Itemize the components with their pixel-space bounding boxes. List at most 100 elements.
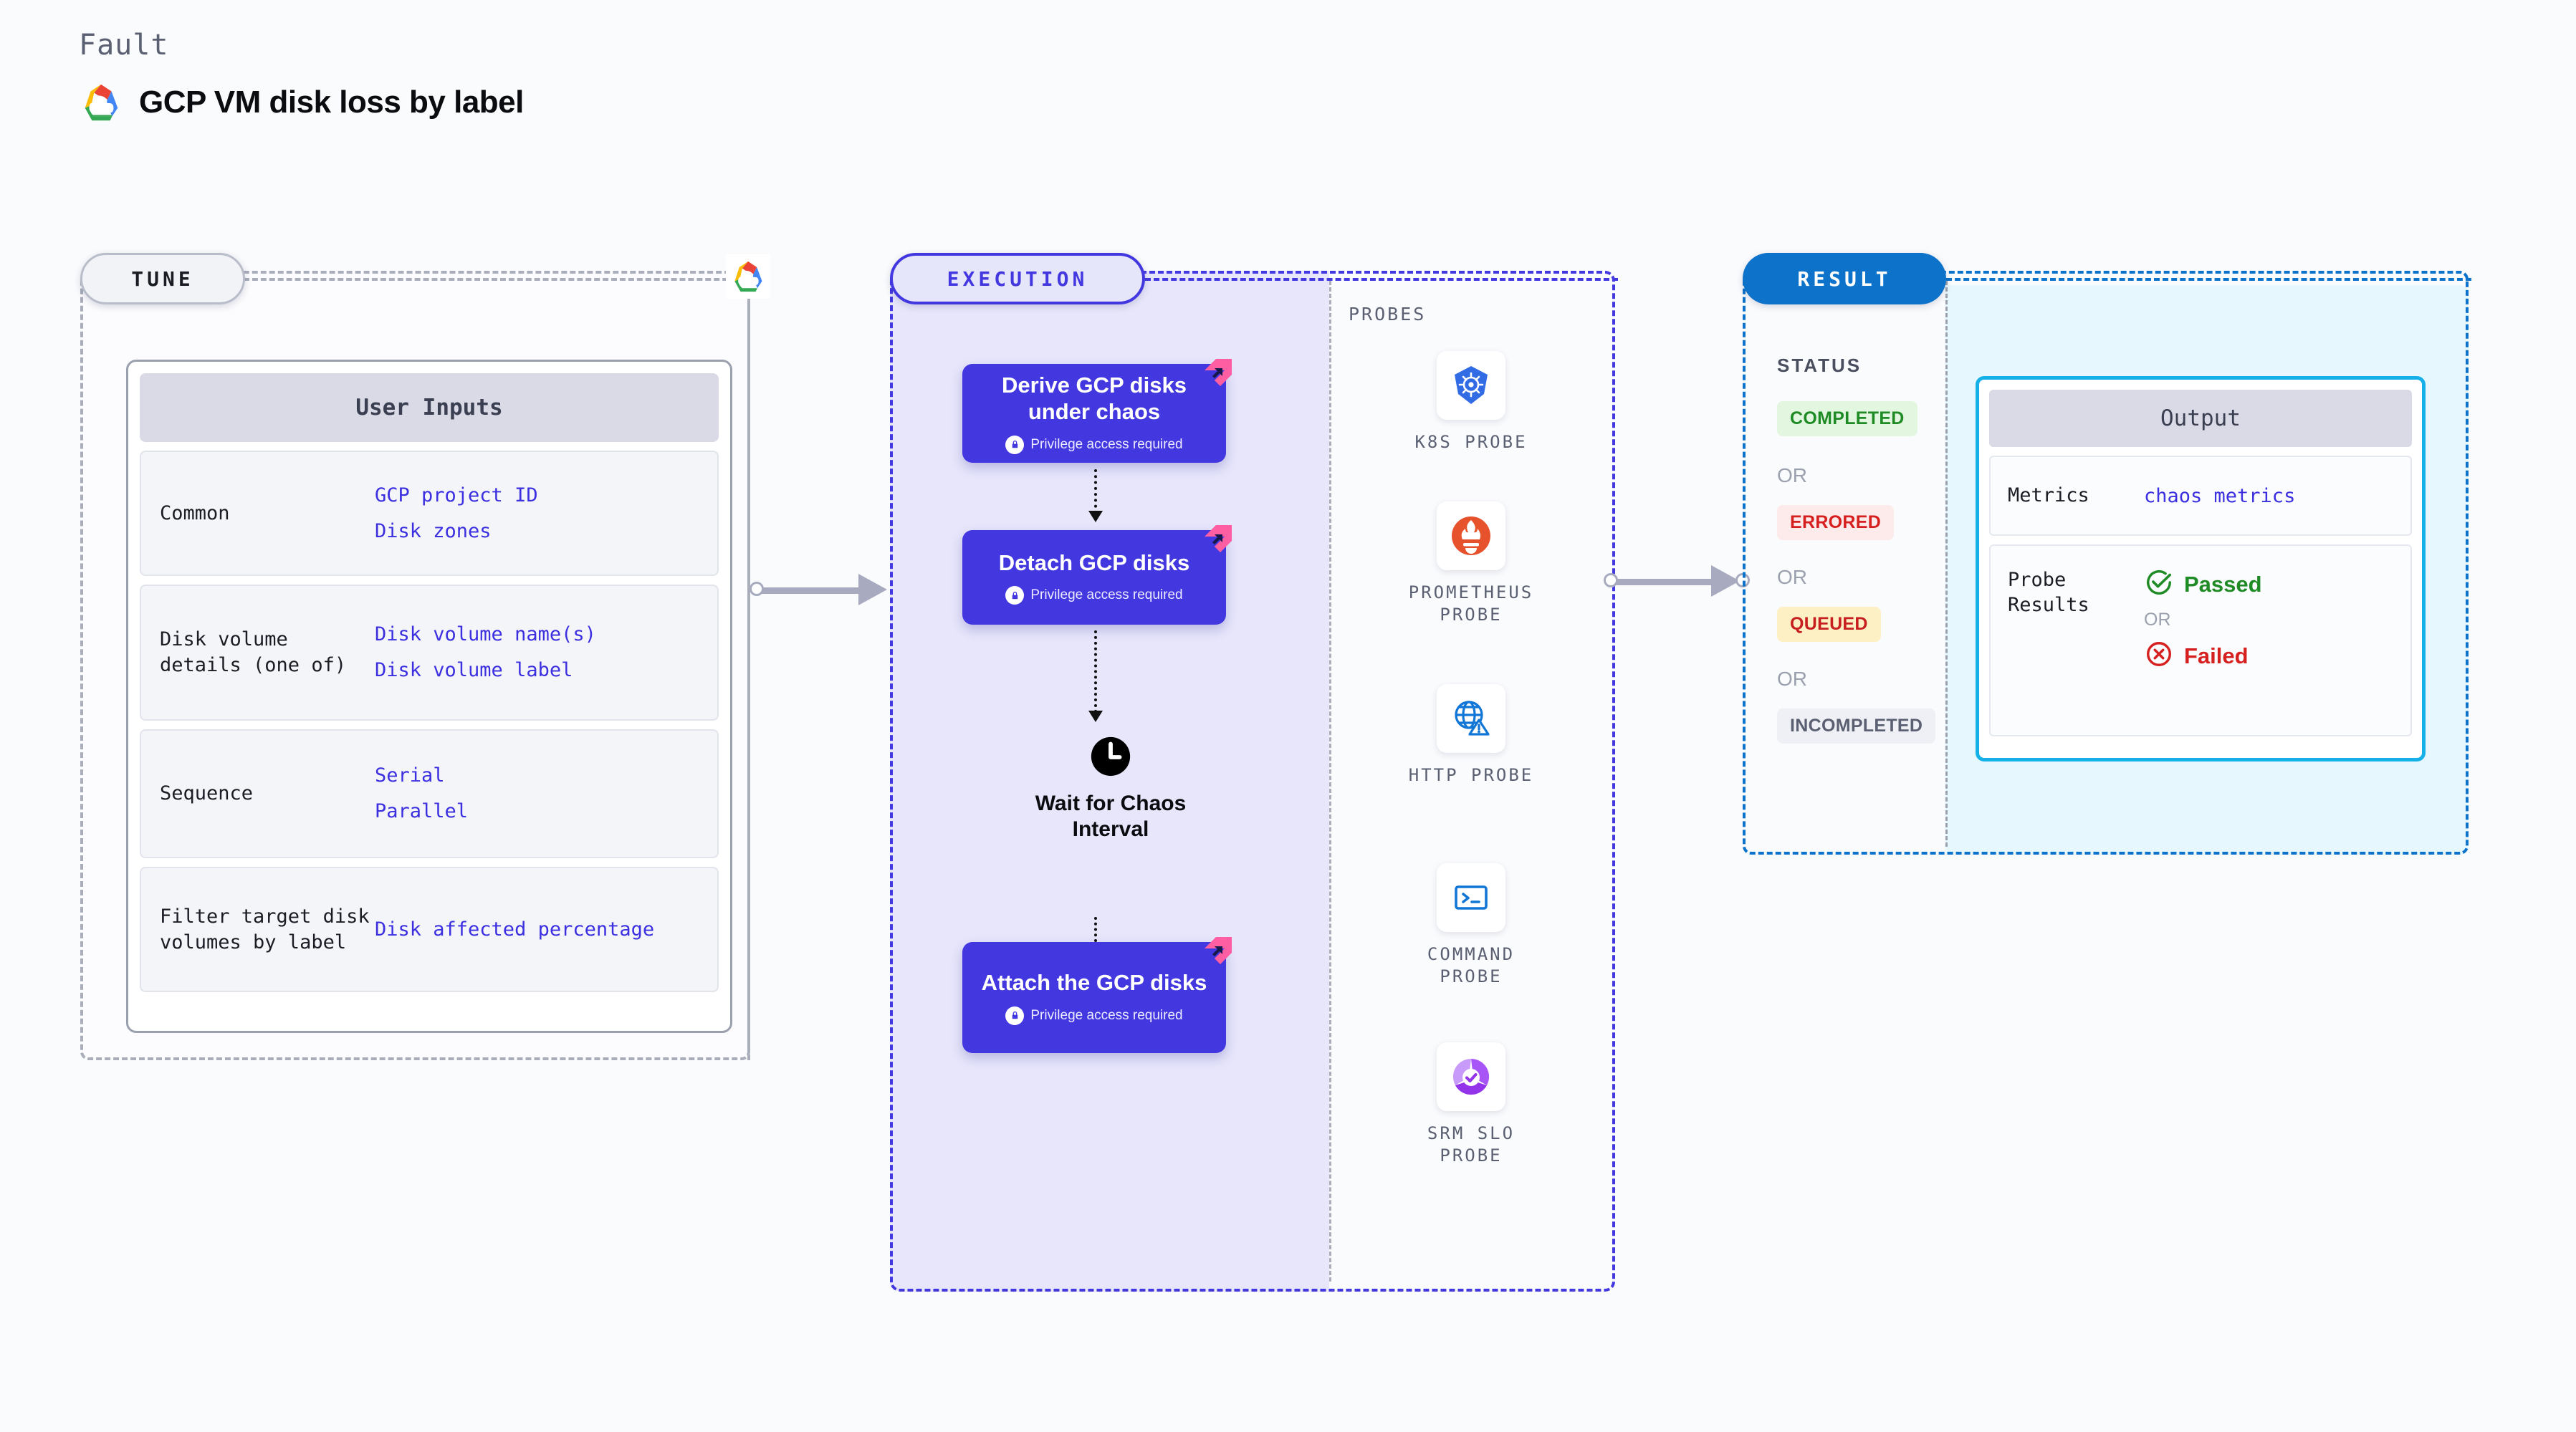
execution-panel (890, 271, 1615, 1292)
probe-label: HTTP PROBE (1408, 765, 1534, 785)
connector-start-dot (750, 582, 764, 596)
lock-icon (1005, 1006, 1025, 1025)
output-row-probe-results[interactable]: Probe Results Passed OR (1989, 544, 2412, 736)
output-row-metrics[interactable]: Metrics chaos metrics (1989, 456, 2412, 536)
connector-tune-to-execution (750, 574, 893, 605)
lock-icon (1005, 586, 1025, 605)
output-row-key: Metrics (2008, 484, 2089, 507)
title-row: GCP VM disk loss by label (79, 80, 524, 125)
clock-icon (1088, 734, 1133, 782)
flow-arrowhead (1088, 511, 1103, 522)
probe-label: SRM SLO PROBE (1427, 1123, 1516, 1166)
probe-result-or: OR (2144, 610, 2171, 630)
probe-item-k8s[interactable]: K8S PROBE (1396, 351, 1546, 453)
input-value[interactable]: Disk affected percentage (375, 918, 655, 941)
probe-label: COMMAND PROBE (1427, 944, 1516, 987)
status-or-2: OR (1777, 566, 1807, 588)
node-title: Attach the GCP disks (981, 970, 1207, 996)
connector-start-dot (1604, 573, 1618, 587)
tune-stage-pill[interactable]: TUNE (80, 253, 245, 304)
node-sub-label: Privilege access required (1030, 1007, 1183, 1023)
probe-item-command[interactable]: COMMAND PROBE (1396, 863, 1546, 988)
input-value[interactable]: Serial (375, 764, 445, 787)
lock-icon (1005, 435, 1025, 454)
input-value[interactable]: Parallel (375, 800, 469, 822)
execution-node-detach-gcp-disks[interactable]: Detach GCP disks Privilege access requir… (962, 525, 1232, 625)
input-row-sequence[interactable]: Sequence Serial Parallel (140, 729, 719, 858)
flow-arrow-line (1094, 469, 1097, 514)
status-badge-label: QUEUED (1790, 614, 1868, 634)
input-value[interactable]: Disk volume label (375, 659, 573, 681)
node-sub-label: Privilege access required (1030, 587, 1183, 603)
execution-pill-label: EXECUTION (947, 266, 1088, 291)
output-card: Output Metrics chaos metrics Probe Resul… (1976, 376, 2426, 761)
connector-execution-to-result (1604, 565, 1750, 597)
chaos-ribbon-icon (1200, 521, 1236, 557)
page-title: GCP VM disk loss by label (139, 85, 524, 120)
metrics-link[interactable]: chaos metrics (2144, 484, 2296, 507)
probe-result-failed: Failed (2144, 639, 2262, 673)
wait-node-label: Wait for Chaos Interval (1035, 792, 1187, 841)
status-badge-completed: COMPLETED (1777, 401, 1917, 436)
tune-top-connector (244, 278, 745, 281)
node-sub-label: Privilege access required (1030, 436, 1183, 452)
input-row-values: Serial Parallel (375, 764, 468, 824)
connector-arrowhead (1711, 565, 1740, 597)
status-title: STATUS (1777, 355, 1862, 376)
user-inputs-heading: User Inputs (140, 373, 719, 442)
flow-arrow-line (1094, 630, 1097, 713)
terminal-icon (1437, 863, 1505, 932)
probe-item-prometheus[interactable]: PROMETHEUS PROBE (1396, 501, 1546, 626)
status-badge-incompleted: INCOMPLETED (1777, 708, 1936, 744)
input-value[interactable]: GCP project ID (375, 484, 538, 506)
execution-node-wait-for-chaos-interval[interactable]: Wait for Chaos Interval (1025, 734, 1197, 842)
tune-pill-label: TUNE (131, 266, 194, 291)
gcp-logo-icon (726, 254, 770, 299)
input-row-filter-by-label[interactable]: Filter target disk volumes by label Disk… (140, 867, 719, 992)
status-or-1: OR (1777, 464, 1807, 486)
probe-label: K8S PROBE (1414, 432, 1528, 452)
probe-item-srm-slo[interactable]: SRM SLO PROBE (1396, 1042, 1546, 1167)
input-row-key: Filter target disk volumes by label (160, 905, 370, 953)
input-row-values: GCP project ID Disk zones (375, 484, 538, 544)
execution-stage-pill[interactable]: EXECUTION (890, 253, 1145, 304)
input-row-common[interactable]: Common GCP project ID Disk zones (140, 451, 719, 576)
execution-node-derive-gcp-disks[interactable]: Derive GCP disks under chaos Privilege a… (962, 359, 1232, 463)
status-badge-label: ERRORED (1790, 512, 1882, 532)
node-privilege-note: Privilege access required (1005, 586, 1183, 605)
fault-label: Fault (79, 29, 169, 62)
probes-divider (1329, 281, 1331, 1282)
probes-title: PROBES (1349, 304, 1427, 325)
status-badge-queued: QUEUED (1777, 607, 1881, 642)
node-privilege-note: Privilege access required (1005, 435, 1183, 454)
probe-result-passed-label: Passed (2184, 571, 2262, 597)
status-badge-label: COMPLETED (1790, 408, 1905, 428)
probe-result-passed: Passed (2144, 567, 2262, 601)
connector-line (1611, 579, 1729, 585)
input-row-values: Disk volume name(s) Disk volume label (375, 623, 596, 683)
probe-item-http[interactable]: HTTP PROBE (1396, 684, 1546, 787)
check-circle-icon (2144, 567, 2174, 601)
execution-node-attach-gcp-disks[interactable]: Attach the GCP disks Privilege access re… (962, 937, 1232, 1053)
input-value[interactable]: Disk volume name(s) (375, 623, 596, 646)
status-badge-label: INCOMPLETED (1790, 716, 1923, 736)
input-value[interactable]: Disk zones (375, 519, 492, 542)
result-divider (1945, 281, 1948, 847)
input-row-key: Disk volume details (one of) (160, 628, 347, 676)
http-globe-icon (1437, 684, 1505, 753)
node-privilege-note: Privilege access required (1005, 1006, 1183, 1025)
probe-result-values: Passed OR Failed (2144, 567, 2262, 673)
node-title: Derive GCP disks under chaos (1002, 373, 1187, 424)
probe-label: PROMETHEUS PROBE (1408, 582, 1534, 625)
output-heading: Output (1989, 390, 2412, 447)
chaos-ribbon-icon (1200, 355, 1236, 390)
connector-line (757, 587, 875, 594)
input-row-disk-volume-details[interactable]: Disk volume details (one of) Disk volume… (140, 585, 719, 721)
gcp-logo-icon (79, 80, 123, 125)
input-row-key: Sequence (160, 782, 254, 805)
result-top-connector (1946, 278, 2471, 281)
kubernetes-icon (1437, 351, 1505, 420)
probe-result-failed-label: Failed (2184, 643, 2249, 668)
result-stage-pill[interactable]: RESULT (1743, 253, 1946, 304)
output-row-key: Probe Results (2008, 569, 2089, 617)
